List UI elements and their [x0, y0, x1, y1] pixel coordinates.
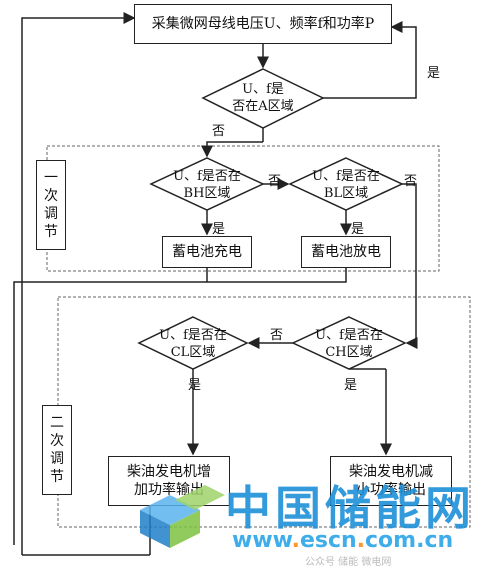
discharge-text: 蓄电池放电: [311, 244, 381, 260]
decision-bh-text: U、f是否在 BH区域: [157, 167, 257, 203]
charge-box: 蓄电池充电: [162, 236, 252, 268]
diesel-increase-line2: 加功率输出: [134, 482, 204, 498]
decision-ch-text: U、f是否在 CH区域: [299, 326, 399, 362]
second-regulation-label: 二 次 调 节: [42, 405, 72, 495]
second-char-4: 节: [50, 469, 64, 485]
label-yes-ch: 是: [344, 378, 358, 393]
watermark-url: www.escn.com.cn: [232, 528, 453, 553]
label-yes-a: 是: [427, 66, 441, 81]
label-no-a: 否: [212, 124, 226, 139]
second-char-2: 次: [50, 433, 64, 449]
first-regulation-label: 一 次 调 节: [36, 160, 66, 250]
decision-bl-line1: U、f是否在: [312, 169, 380, 184]
watermark-url-suffix: com.cn: [365, 528, 454, 553]
second-char-3: 调: [50, 451, 64, 467]
decision-bl-text: U、f是否在 BL区域: [296, 167, 396, 203]
charge-text: 蓄电池充电: [172, 244, 242, 260]
first-char-1: 一: [44, 170, 58, 186]
watermark-url-mid: escn: [299, 528, 357, 553]
watermark-logo-icon: [140, 485, 225, 548]
diesel-increase-line1: 柴油发电机增: [127, 464, 211, 480]
diesel-decrease-line2: 小功率输出: [356, 482, 426, 498]
first-char-2: 次: [44, 188, 58, 204]
collect-box: 采集微网母线电压U、频率f和功率P: [134, 4, 392, 44]
watermark-url-prefix: www: [232, 528, 292, 553]
first-char-4: 节: [44, 224, 58, 240]
decision-bl-line2: BL区域: [323, 186, 369, 201]
watermark-small: 公众号 储能 微电网: [305, 557, 392, 568]
collect-text: 采集微网母线电压U、频率f和功率P: [151, 16, 375, 32]
discharge-box: 蓄电池放电: [301, 236, 391, 268]
label-no-ch: 否: [270, 328, 284, 343]
label-no-bh: 否: [268, 174, 282, 189]
label-no-bl: 否: [404, 174, 418, 189]
watermark-url-dot1: .: [291, 528, 300, 553]
decision-ch-line2: CH区域: [325, 345, 373, 360]
diesel-decrease-box: 柴油发电机减 小功率输出: [330, 456, 452, 506]
decision-cl-text: U、f是否在 CL区域: [143, 326, 243, 362]
watermark-brand: 中国储能网: [225, 481, 475, 535]
decision-bh-line2: BH区域: [183, 186, 231, 201]
decision-a-line1: U、f是: [242, 82, 284, 97]
decision-bh-line1: U、f是否在: [173, 169, 241, 184]
second-char-1: 二: [50, 415, 64, 431]
decision-cl-line2: CL区域: [170, 345, 216, 360]
diesel-decrease-line1: 柴油发电机减: [349, 464, 433, 480]
watermark-url-dot2: .: [356, 528, 366, 553]
decision-a-text: U、f是 否在A区域: [213, 80, 313, 116]
decision-ch-line1: U、f是否在: [315, 328, 383, 343]
label-yes-cl: 是: [188, 378, 202, 393]
first-char-3: 调: [44, 206, 58, 222]
second-regulation-region: [57, 296, 471, 528]
label-yes-bl: 是: [351, 222, 365, 237]
decision-a-line2: 否在A区域: [232, 99, 294, 114]
label-yes-bh: 是: [212, 222, 226, 237]
decision-cl-line1: U、f是否在: [159, 328, 227, 343]
